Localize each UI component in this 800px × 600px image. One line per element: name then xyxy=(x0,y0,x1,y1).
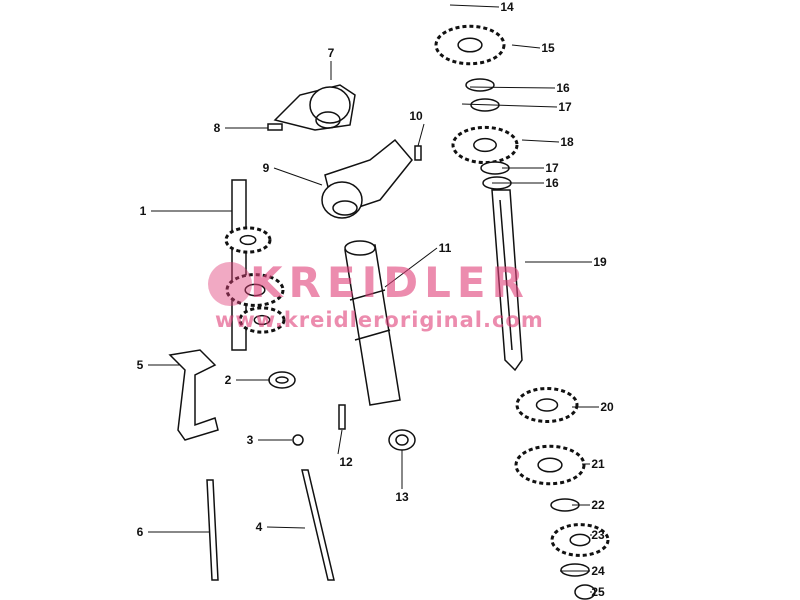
callout-label: 12 xyxy=(339,455,353,469)
leader-line xyxy=(266,526,306,529)
callout-label: 15 xyxy=(541,41,555,55)
gear xyxy=(514,444,586,486)
callout-label: 25 xyxy=(591,585,605,599)
callout-label: 21 xyxy=(591,457,605,471)
shift-drum xyxy=(344,240,401,406)
main-shaft xyxy=(231,179,247,351)
callout-label: 7 xyxy=(327,46,335,60)
callout-label: 17 xyxy=(558,100,572,114)
leader-line xyxy=(384,247,438,288)
callout-label: 11 xyxy=(438,241,452,255)
callout-label: 5 xyxy=(136,358,144,372)
shift-fork-7 xyxy=(273,84,356,131)
rods xyxy=(206,469,335,581)
leader-line xyxy=(461,103,558,108)
callout-label: 16 xyxy=(556,81,570,95)
kreidler-logo xyxy=(208,262,252,306)
gear-bore xyxy=(537,457,563,473)
callout-label: 24 xyxy=(591,564,605,578)
gear-bore xyxy=(457,37,483,53)
callout-label: 17 xyxy=(545,161,559,175)
callout-label: 22 xyxy=(591,498,605,512)
watermark-brand: KREIDLER xyxy=(250,258,530,307)
callout-label: 2 xyxy=(224,373,232,387)
leader-line xyxy=(417,123,425,147)
callout-label: 4 xyxy=(255,520,263,534)
gear-bore xyxy=(473,137,497,153)
gear xyxy=(225,273,285,307)
gear xyxy=(434,24,506,66)
callout-label: 8 xyxy=(213,121,221,135)
leader-line xyxy=(469,86,556,89)
leader-line xyxy=(521,139,560,143)
callout-label: 6 xyxy=(136,525,144,539)
gear xyxy=(451,125,519,165)
callout-label: 3 xyxy=(246,433,254,447)
callout-label: 23 xyxy=(591,528,605,542)
leader-line xyxy=(337,429,343,455)
callout-label: 1 xyxy=(139,204,147,218)
gear-bore xyxy=(569,533,591,547)
gear-bore xyxy=(239,234,257,246)
gear xyxy=(224,226,272,254)
leader-line xyxy=(511,44,541,49)
leader-line xyxy=(273,167,323,186)
watermark-url: www.kreidleroriginal.com xyxy=(215,308,544,332)
gear-bore xyxy=(535,398,559,412)
output-shaft xyxy=(491,189,523,372)
gear-bore xyxy=(244,283,266,297)
ring xyxy=(465,78,495,92)
shift-fork-5 xyxy=(168,349,219,441)
callout-label: 13 xyxy=(395,490,409,504)
callout-label: 18 xyxy=(560,135,574,149)
gear xyxy=(515,387,579,423)
gear xyxy=(238,306,286,334)
callout-label: 10 xyxy=(409,109,423,123)
leader-lines xyxy=(148,4,599,593)
gear xyxy=(550,523,610,557)
gear-bore xyxy=(253,314,271,326)
callout-label: 20 xyxy=(600,400,614,414)
callout-label: 9 xyxy=(262,161,270,175)
callout-label: 19 xyxy=(593,255,607,269)
callout-label: 16 xyxy=(545,176,559,190)
callout-label: 14 xyxy=(500,0,514,14)
nut xyxy=(574,584,596,600)
shift-fork-9 xyxy=(321,138,413,219)
ring xyxy=(560,563,590,577)
leader-line xyxy=(449,4,500,8)
gears xyxy=(224,24,610,600)
